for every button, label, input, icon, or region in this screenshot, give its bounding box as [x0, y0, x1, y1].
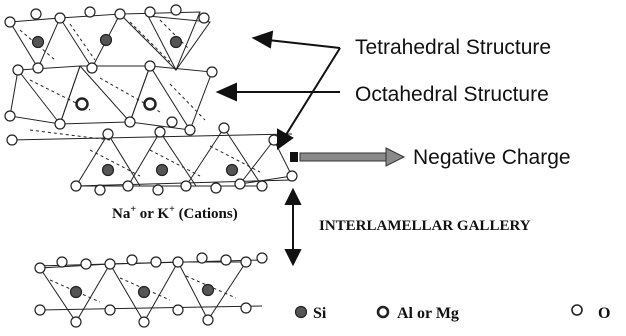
negative-charge-label: Negative Charge — [413, 146, 571, 169]
tetrahedral-structure-label: Tetrahedral Structure — [355, 36, 551, 59]
top-lower-tetra-1 — [75, 133, 141, 187]
diagram-arrows — [215, 30, 341, 267]
top-layer-atoms — [4, 4, 298, 196]
top-tetra-triangle-3 — [118, 11, 201, 71]
top-octa-shape-2 — [59, 65, 151, 125]
bottom-tetra-1 — [39, 263, 111, 323]
gallery-arrowhead-up — [284, 187, 302, 205]
legend-al-mg-symbol — [376, 305, 390, 319]
top-lower-tetra-4 — [238, 139, 293, 185]
top-tetra-triangle-4 — [147, 15, 211, 71]
top-tetra-triangle-1 — [9, 17, 61, 70]
octahedral-structure-label: Octahedral Structure — [355, 83, 549, 106]
top-lower-tetra-3 — [185, 127, 263, 187]
negative-charge-arrow — [290, 147, 406, 167]
legend-o-symbol — [571, 304, 583, 316]
legend-si-symbol — [294, 305, 308, 319]
tetrahedral-arrowhead — [251, 30, 274, 49]
bottom-layer-atoms — [34, 252, 268, 328]
legend-si-label: Si — [313, 305, 327, 322]
bottom-tetra-3 — [177, 261, 247, 321]
gallery-arrowhead-down — [284, 249, 302, 267]
interlamellar-gallery-label: INTERLAMELLAR GALLERY — [319, 218, 531, 234]
legend-o-label: O — [598, 305, 610, 322]
top-lower-tetra-2 — [127, 131, 197, 187]
octahedral-arrowhead — [215, 82, 237, 102]
tetrahedral-arrow-line — [267, 39, 341, 49]
tetra-diagonal-arrowhead — [277, 128, 294, 150]
legend: Si Al or Mg O — [294, 304, 610, 322]
bottom-tetra-2 — [109, 261, 179, 324]
cations-label: Na+ or K+ (Cations) — [112, 204, 238, 222]
legend-al-mg-label: Al or Mg — [397, 305, 459, 322]
